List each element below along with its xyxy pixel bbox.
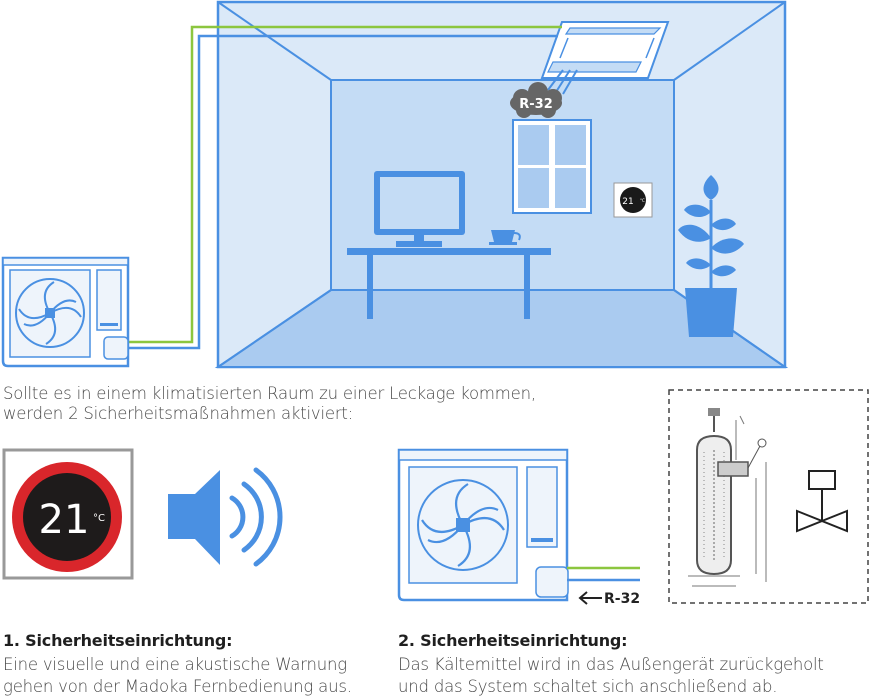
madoka-remote-display: 21 °C bbox=[2, 448, 134, 580]
desk-with-monitor bbox=[347, 171, 551, 319]
potted-plant bbox=[678, 175, 744, 337]
speaker-sound-icon bbox=[168, 467, 283, 567]
outdoor-unit-lower: R-32 bbox=[397, 448, 640, 607]
safety1-line-2: gehen von der Madoka Fernbedienung aus. bbox=[3, 677, 352, 696]
window bbox=[512, 119, 592, 214]
remote-temperature: 21 bbox=[39, 497, 90, 543]
wall-controller-unit: °C bbox=[640, 198, 645, 203]
cloud-r32-label: R-32 bbox=[519, 97, 553, 112]
remote-temperature-unit: °C bbox=[93, 513, 105, 524]
ceiling-cassette-unit bbox=[540, 21, 670, 95]
solenoid-valve-icon bbox=[796, 470, 848, 533]
outdoor-unit-top bbox=[1, 256, 130, 368]
intro-line-1: Sollte es in einem klimatisierten Raum z… bbox=[3, 384, 536, 403]
refrigerant-leak-cloud: R-32 bbox=[510, 82, 562, 118]
lower-r32-label: R-32 bbox=[604, 591, 640, 607]
safety2-line-1: Das Kältemittel wird in das Außengerät z… bbox=[398, 655, 824, 674]
refrigerant-receiver-icon bbox=[688, 408, 767, 587]
intro-line-2: werden 2 Sicherheitsmaßnahmen aktiviert: bbox=[3, 404, 354, 423]
safety1-line-1: Eine visuelle und eine akustische Warnun… bbox=[3, 655, 347, 674]
safety2-title: 2. Sicherheitseinrichtung: bbox=[398, 631, 628, 650]
wall-controller-temp: 21 bbox=[622, 197, 633, 207]
component-detail-box bbox=[668, 389, 869, 604]
safety2-line-2: und das System schaltet sich anschließen… bbox=[398, 677, 778, 696]
return-arrow-icon bbox=[578, 591, 602, 605]
wall-controller: 21 °C bbox=[613, 182, 653, 218]
refrigerant-piping bbox=[128, 25, 562, 350]
safety1-title: 1. Sicherheitseinrichtung: bbox=[3, 631, 233, 650]
